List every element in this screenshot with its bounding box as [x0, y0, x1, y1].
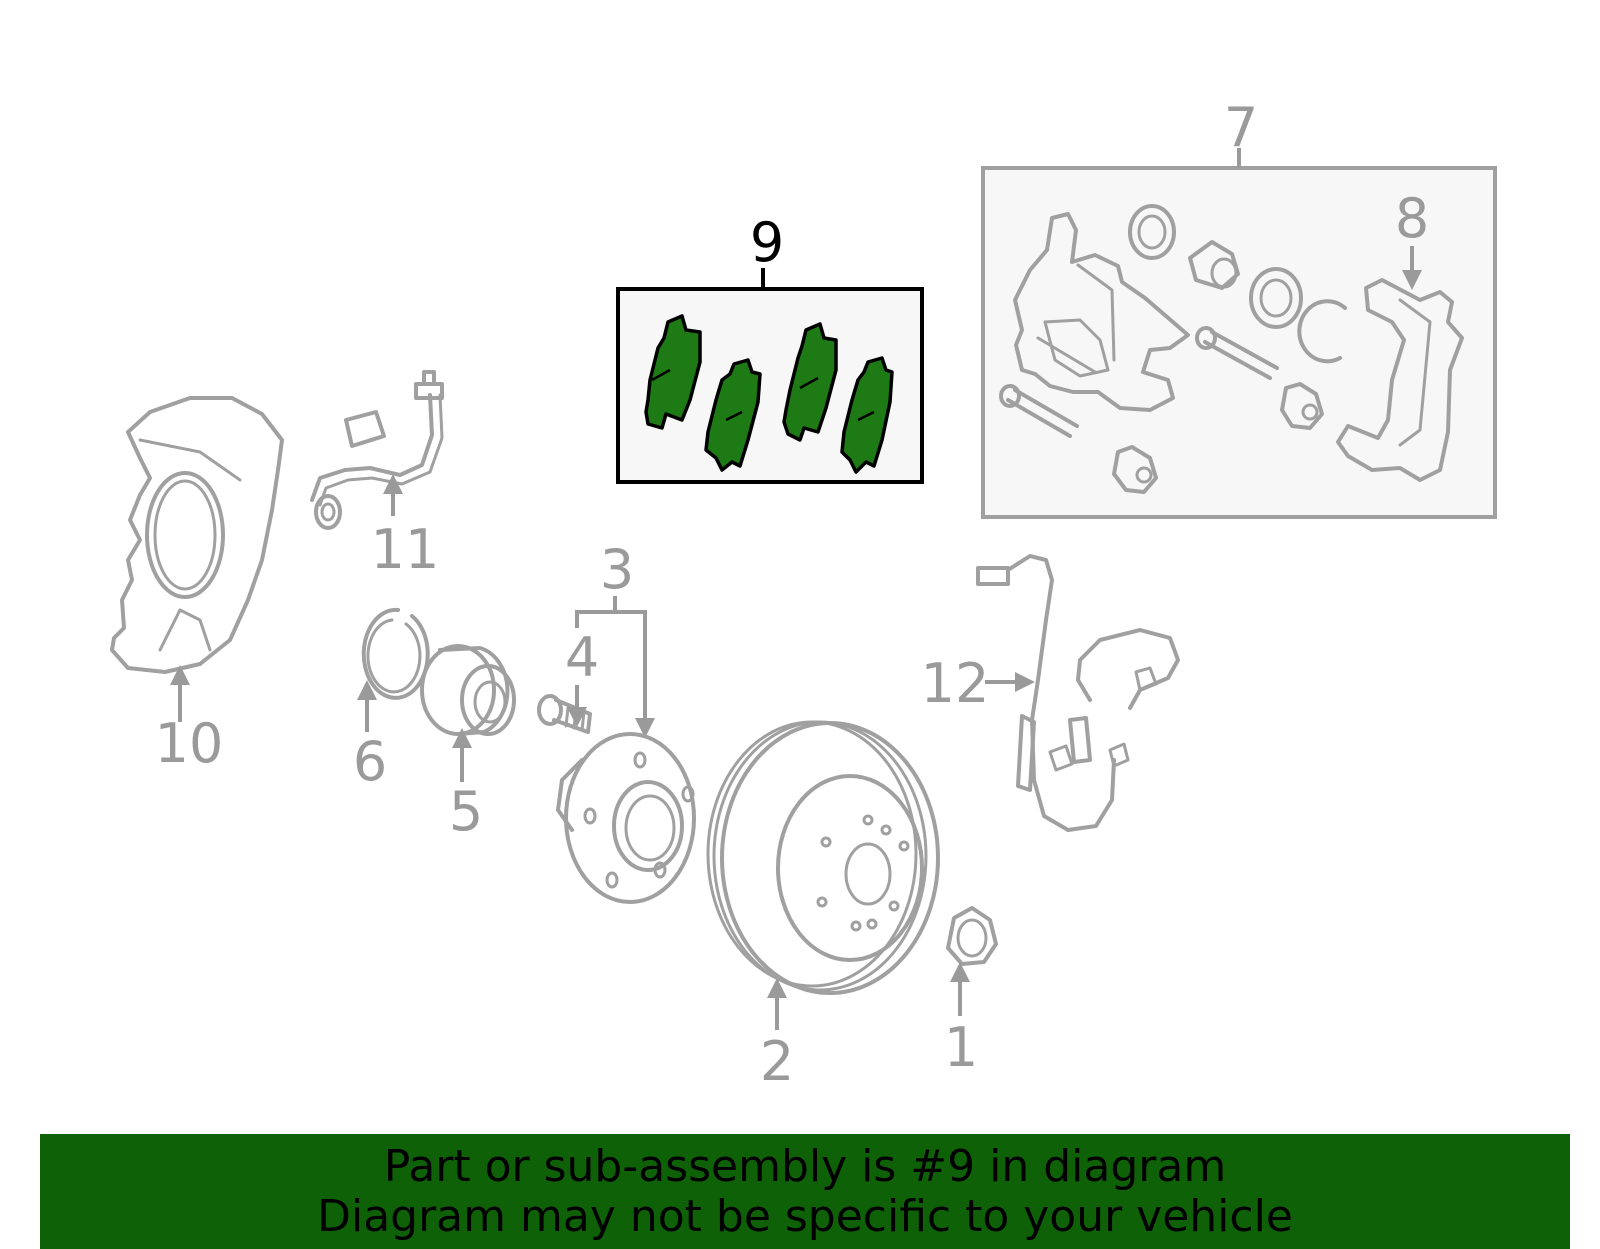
snap-ring-group[interactable] [357, 607, 430, 732]
callout-8[interactable]: 8 [1395, 187, 1429, 250]
abs-sensor-group[interactable] [976, 554, 1180, 832]
callout-5[interactable]: 5 [449, 780, 483, 843]
callout-2[interactable]: 2 [760, 1030, 794, 1093]
caliper-assembly-group[interactable] [981, 148, 1497, 519]
callout-6[interactable]: 6 [353, 730, 387, 793]
brake-rotor-group[interactable] [706, 720, 940, 1030]
wheel-bearing-group[interactable] [420, 644, 516, 782]
wheel-stud-group[interactable] [537, 685, 592, 734]
wheel-hub-group[interactable] [556, 596, 696, 904]
callout-12[interactable]: 12 [921, 652, 990, 715]
callout-3[interactable]: 3 [600, 538, 634, 601]
callout-4[interactable]: 4 [565, 626, 599, 689]
banner-line-1: Part or sub-assembly is #9 in diagram [383, 1141, 1227, 1192]
dust-shield-group[interactable] [110, 396, 284, 722]
brake-pad-kit-group[interactable] [616, 268, 924, 484]
callout-1[interactable]: 1 [944, 1016, 978, 1079]
callout-11[interactable]: 11 [371, 518, 440, 581]
callout-7[interactable]: 7 [1224, 96, 1258, 159]
brake-hose-group[interactable] [310, 370, 444, 530]
callout-9[interactable]: 9 [750, 211, 784, 274]
banner-line-2: Diagram may not be specific to your vehi… [317, 1191, 1293, 1242]
info-banner: Part or sub-assembly is #9 in diagram Di… [40, 1134, 1570, 1249]
callout-10[interactable]: 10 [155, 712, 224, 775]
hub-nut-group[interactable] [946, 906, 998, 1016]
